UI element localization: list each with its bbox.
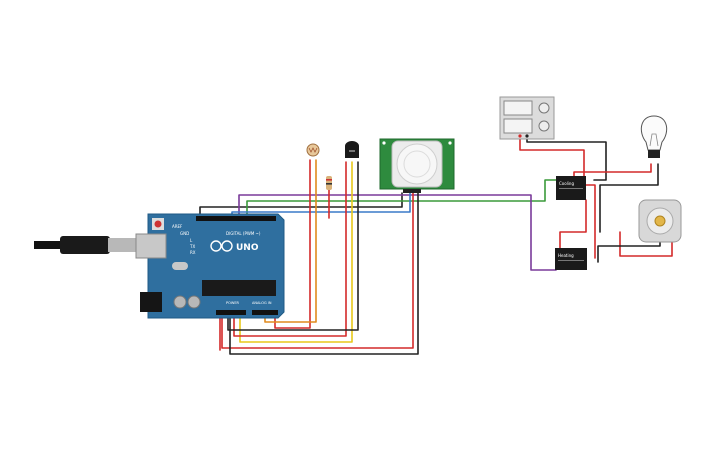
analog-header [252, 310, 278, 315]
aref-label: AREF [172, 224, 183, 229]
wire-black-motor[interactable] [597, 241, 661, 263]
photoresistor[interactable] [306, 143, 320, 157]
analog-label: ANALOG IN [252, 301, 272, 305]
light-bulb[interactable] [640, 115, 668, 158]
relay-heating-body [555, 248, 587, 270]
tx-label: TX [189, 244, 195, 249]
power-jack [140, 292, 162, 312]
motor-shaft [654, 215, 666, 227]
wire-red-relays[interactable] [559, 199, 587, 251]
wire-red-pir[interactable] [221, 192, 414, 349]
digital-label: DIGITAL (PWM ~) [226, 231, 261, 236]
voltage-knob-icon[interactable] [538, 102, 550, 114]
wire-black-temp[interactable] [227, 161, 359, 331]
bulb-glass [640, 115, 668, 151]
relay-cooling-label: Cooling [559, 181, 574, 186]
l-label: L [190, 238, 193, 243]
relay-cooling[interactable]: Cooling [556, 176, 586, 200]
relay-heating-label: Heating [558, 253, 574, 258]
positive-terminal[interactable] [518, 134, 522, 138]
usb-cable[interactable] [34, 236, 136, 254]
pir-header [403, 189, 421, 193]
reset-button-cap [154, 220, 162, 228]
digital-header [196, 216, 276, 221]
current-display [503, 118, 533, 134]
wire-purple[interactable] [238, 194, 557, 271]
pir-motion-sensor[interactable] [379, 138, 455, 193]
usb-plug-tip [34, 241, 64, 249]
wire-black-ps[interactable] [526, 137, 607, 181]
wire-red-temp[interactable] [233, 161, 347, 337]
ldr-head [306, 143, 320, 157]
wire-red-motor[interactable] [619, 231, 673, 257]
voltage-display [503, 100, 533, 116]
temp-sensor-top [345, 141, 359, 146]
capacitor-1 [173, 295, 187, 309]
usb-connector [108, 238, 136, 252]
relay-cooling-mark [559, 188, 583, 189]
atmega-chip [202, 280, 276, 296]
pir-dome-ring [403, 150, 431, 178]
negative-terminal[interactable] [525, 134, 529, 138]
resistor[interactable] [326, 176, 332, 190]
usb-plug-body [60, 236, 110, 254]
arduino-logo-icon [210, 240, 233, 252]
temp-sensor-mark [349, 150, 355, 152]
current-knob-icon[interactable] [538, 120, 550, 132]
ldr-trace [308, 147, 318, 153]
bulb-base [648, 150, 660, 158]
wire-black-top[interactable] [199, 192, 403, 219]
relay-heating[interactable]: Heating [555, 248, 587, 270]
wire-black-pir[interactable] [229, 192, 419, 355]
pir-hole-1 [382, 141, 386, 145]
crystal [172, 262, 188, 270]
arduino-uno[interactable]: DIGITAL (PWM ~) AREF GND TX RX L UNO POW… [135, 213, 285, 319]
usb-jack [135, 233, 167, 259]
resistor-band-2 [326, 183, 332, 185]
wire-black-bulb[interactable] [599, 163, 659, 233]
brand-label: UNO [236, 243, 259, 253]
relay-heating-mark [558, 260, 584, 261]
pir-hole-2 [448, 141, 452, 145]
wire-green[interactable] [246, 179, 557, 219]
resistor-band-1 [326, 179, 332, 181]
rx-label: RX [190, 250, 196, 255]
power-header [216, 310, 246, 315]
power-label: POWER [226, 301, 240, 305]
pir-dome [396, 143, 438, 185]
gnd-label: GND [180, 231, 189, 236]
dc-motor[interactable] [638, 199, 682, 243]
dc-power-supply[interactable] [499, 96, 555, 140]
temperature-sensor[interactable] [345, 141, 359, 158]
wire-red-ps[interactable] [519, 137, 596, 259]
bulb-filament [649, 133, 659, 147]
wire-yellow-temp[interactable] [239, 161, 353, 343]
capacitor-2 [187, 295, 201, 309]
